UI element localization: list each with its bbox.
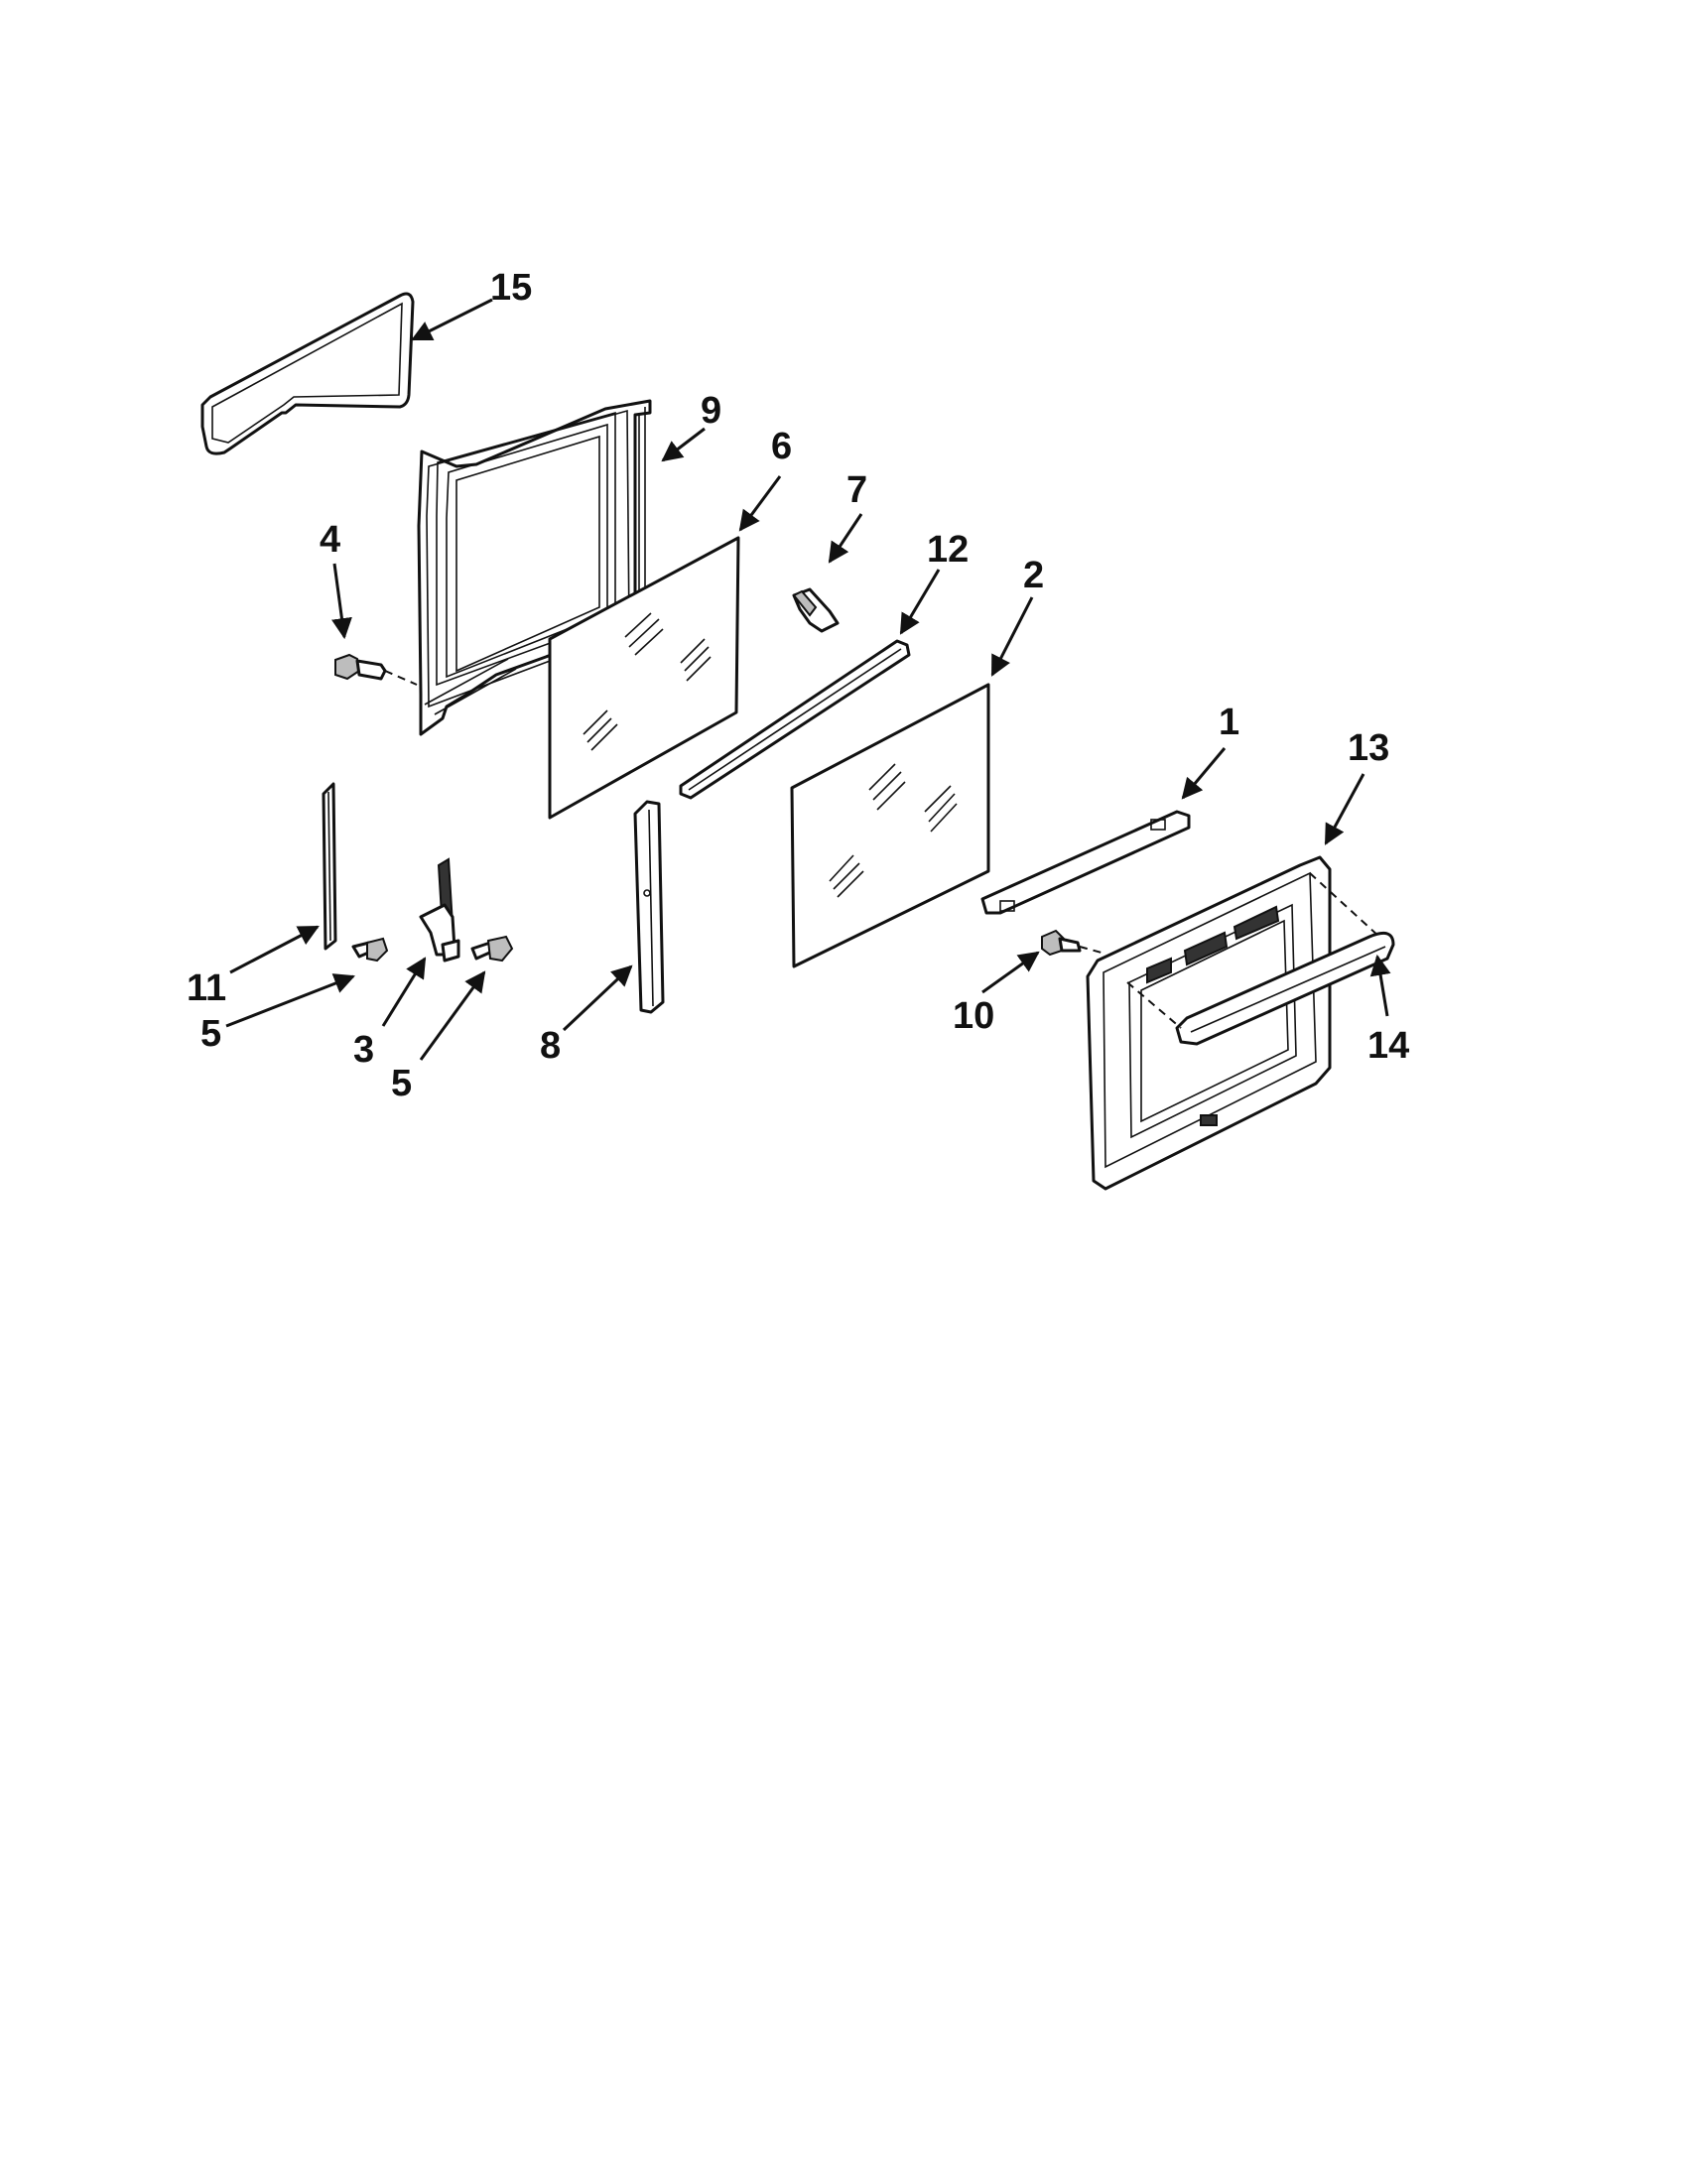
callout-10: 9 xyxy=(701,390,721,432)
callout-9: 10 xyxy=(953,995,994,1037)
leader-10 xyxy=(661,427,706,462)
callout-12: 12 xyxy=(927,529,969,571)
leader-15 xyxy=(411,298,493,341)
leader-lines xyxy=(225,298,1391,1061)
part-14-door-handle[interactable] xyxy=(1126,872,1395,1046)
part-6-inner-glass[interactable] xyxy=(548,536,740,820)
leader-2 xyxy=(990,596,1034,677)
part-1-vent-trim[interactable] xyxy=(980,810,1191,915)
leader-12 xyxy=(899,569,941,635)
part-7-glass-clip[interactable] xyxy=(792,587,840,633)
part-2-outer-glass[interactable] xyxy=(790,683,990,968)
part-3-hinge[interactable] xyxy=(419,857,460,963)
callout-11: 11 xyxy=(187,967,226,1009)
part-12-glass-channel[interactable] xyxy=(679,639,911,800)
callout-2: 2 xyxy=(1023,555,1044,596)
leader-3 xyxy=(381,957,427,1027)
leader-5b xyxy=(419,970,486,1061)
leader-8 xyxy=(562,964,633,1032)
callout-7: 7 xyxy=(846,469,867,511)
part-10-inner-door-panel[interactable] xyxy=(417,399,652,736)
callout-4: 4 xyxy=(320,519,340,561)
part-15-door-gasket[interactable] xyxy=(200,292,415,455)
callout-6: 6 xyxy=(771,426,792,467)
callout-8: 8 xyxy=(540,1025,561,1067)
leader-13 xyxy=(1324,773,1365,845)
leader-7 xyxy=(828,513,863,564)
part-5-screw-right[interactable] xyxy=(470,935,514,963)
callout-5-left: 5 xyxy=(200,1013,221,1055)
leader-6 xyxy=(738,475,782,532)
part-8-side-trim[interactable] xyxy=(633,800,665,1014)
callout-3: 3 xyxy=(353,1029,374,1071)
part-9-screw[interactable] xyxy=(1041,929,1103,957)
leader-4 xyxy=(331,563,352,640)
callout-13: 13 xyxy=(1348,727,1389,769)
part-4-screw[interactable] xyxy=(334,653,418,686)
leader-5a xyxy=(225,973,355,1028)
part-11-side-trim[interactable] xyxy=(322,782,337,951)
callout-1: 1 xyxy=(1219,702,1239,743)
callout-15: 15 xyxy=(490,267,532,309)
part-5-screw-left[interactable] xyxy=(351,937,389,963)
callout-14: 14 xyxy=(1367,1025,1409,1067)
callout-5-right: 5 xyxy=(391,1063,412,1104)
leader-9 xyxy=(981,951,1040,994)
leader-1 xyxy=(1181,747,1227,800)
leader-11 xyxy=(229,925,320,974)
leader-14 xyxy=(1369,954,1391,1017)
callout-labels: 15 9 6 7 12 2 4 1 13 11 5 3 5 8 10 14 xyxy=(187,267,1409,1104)
